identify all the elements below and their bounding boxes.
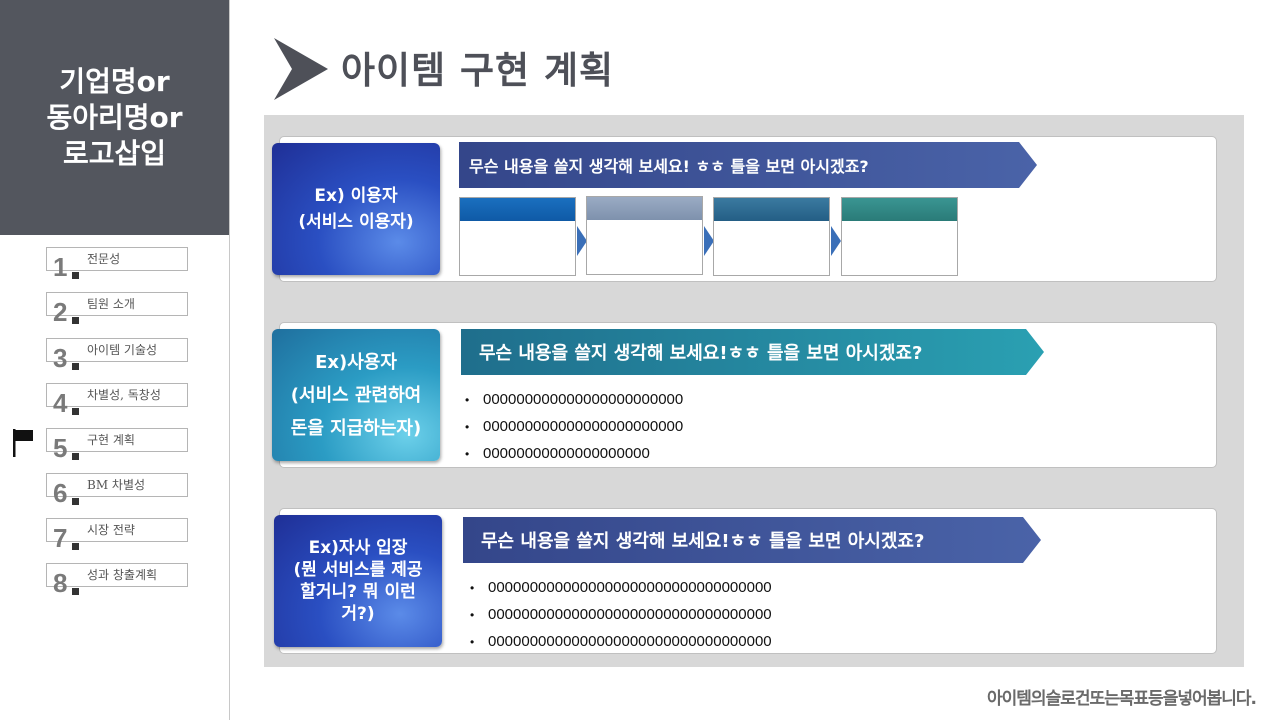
flag-icon — [13, 429, 33, 457]
nav-item-1[interactable]: 1 전문성 — [46, 247, 188, 280]
section-label-payers: Ex)사용자 (서비스 관련하여 돈을 지급하는자) — [272, 329, 440, 461]
process-step-3 — [713, 197, 830, 276]
banner-text: 무슨 내용을 쓸지 생각해 보세요!ㅎㅎ 틀을 보면 아시겠죠? — [479, 343, 923, 364]
nav-label: 성과 창출계획 — [87, 568, 158, 582]
banner-arrow-shape — [463, 517, 1041, 563]
nav-number: 3 — [53, 343, 80, 373]
list-item: 0000000000000000000000000000000000 — [470, 574, 772, 601]
logo-placeholder: 기업명or 동아리명or 로고삽입 — [0, 0, 229, 235]
nav-item-8[interactable]: 8 성과 창출계획 — [46, 563, 188, 596]
arrow-right-icon — [577, 226, 587, 256]
nav-label: BM 차별성 — [87, 478, 146, 492]
chevron-right-icon — [274, 38, 328, 100]
arrow-right-icon — [831, 226, 841, 256]
nav-item-7[interactable]: 7 시장 전략 — [46, 518, 188, 551]
nav-label: 차별성, 독창성 — [87, 388, 161, 402]
bullet-list-company: 0000000000000000000000000000000000 00000… — [470, 574, 772, 655]
nav-item-5[interactable]: 5 구현 계획 — [46, 428, 188, 461]
arrow-right-icon — [704, 226, 714, 256]
section-banner-company: 무슨 내용을 쓸지 생각해 보세요!ㅎㅎ 틀을 보면 아시겠죠? — [463, 517, 1041, 563]
banner-arrow-shape — [461, 329, 1044, 375]
section-label-company: Ex)자사 입장 (뭔 서비스를 제공 할거니? 뭐 이런 거?) — [274, 515, 442, 647]
banner-text: 무슨 내용을 쓸지 생각해 보세요! ㅎㅎ 틀을 보면 아시겠죠? — [469, 157, 869, 176]
nav-number: 7 — [53, 523, 80, 553]
process-step-1 — [459, 197, 576, 276]
step-header — [714, 198, 829, 221]
banner-arrow-shape — [459, 142, 1037, 188]
section-label-users: Ex) 이용자 (서비스 이용자) — [272, 143, 440, 275]
nav-label: 팀원 소개 — [87, 297, 135, 311]
nav-number: 1 — [53, 252, 80, 282]
nav-label: 시장 전략 — [87, 523, 135, 537]
nav-item-6[interactable]: 6 BM 차별성 — [46, 473, 188, 506]
nav-number: 5 — [53, 433, 80, 463]
banner-text: 무슨 내용을 쓸지 생각해 보세요!ㅎㅎ 틀을 보면 아시겠죠? — [481, 531, 925, 552]
nav-item-3[interactable]: 3 아이템 기술성 — [46, 338, 188, 371]
nav-label: 구현 계획 — [87, 433, 135, 447]
step-header — [587, 197, 702, 220]
nav-number: 4 — [53, 388, 80, 418]
nav-number: 6 — [53, 478, 80, 508]
nav-label: 전문성 — [87, 252, 121, 266]
logo-text: 기업명or 동아리명or 로고삽입 — [46, 64, 183, 170]
bullet-list-payers: 000000000000000000000000 000000000000000… — [465, 386, 683, 467]
section-banner-payers: 무슨 내용을 쓸지 생각해 보세요!ㅎㅎ 틀을 보면 아시겠죠? — [461, 329, 1044, 375]
list-item: 000000000000000000000000 — [465, 413, 683, 440]
nav-number: 8 — [53, 568, 80, 598]
nav-item-2[interactable]: 2 팀원 소개 — [46, 292, 188, 325]
list-item: 000000000000000000000000 — [465, 386, 683, 413]
step-header — [460, 198, 575, 221]
list-item: 0000000000000000000000000000000000 — [470, 601, 772, 628]
sidebar: 기업명or 동아리명or 로고삽입 1 전문성 2 팀원 소개 3 아이템 기술… — [0, 0, 230, 720]
list-item: 0000000000000000000000000000000000 — [470, 628, 772, 655]
process-step-2 — [586, 196, 703, 275]
section-banner-users: 무슨 내용을 쓸지 생각해 보세요! ㅎㅎ 틀을 보면 아시겠죠? — [459, 142, 1037, 188]
list-item: 00000000000000000000 — [465, 440, 683, 467]
nav-item-4[interactable]: 4 차별성, 독창성 — [46, 383, 188, 416]
nav-number: 2 — [53, 297, 80, 327]
step-header — [842, 198, 957, 221]
nav-label: 아이템 기술성 — [87, 343, 158, 357]
slogan-text: 아이템의슬로건또는목표등을넣어봅니다. — [987, 689, 1257, 709]
page-title: 아이템 구현 계획 — [341, 49, 615, 92]
process-step-4 — [841, 197, 958, 276]
